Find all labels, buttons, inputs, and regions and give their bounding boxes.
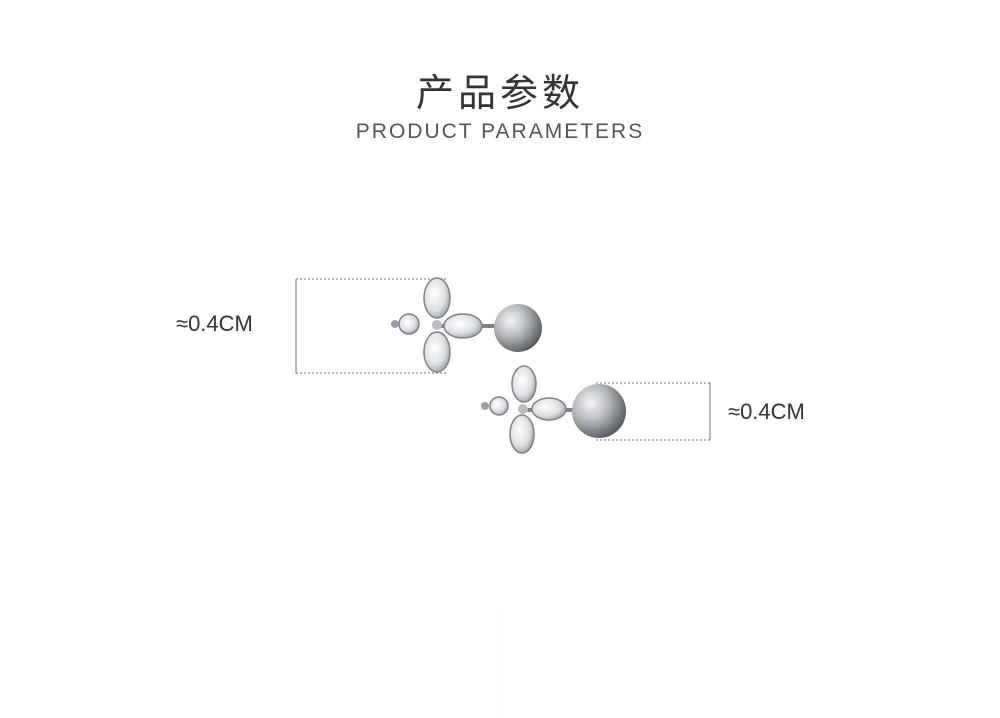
faded-parameter-table [160,600,980,718]
earring-stud-upper [391,277,542,373]
dimension-bracket-left [295,278,446,374]
table-divider [498,606,499,716]
dimension-label-ball: ≈0.4CM [728,399,805,424]
dimension-bracket-right [596,382,711,441]
earring-stud-lower [481,365,626,454]
page-title-en: PRODUCT PARAMETERS [355,120,645,143]
page-title-cn: 产品参数 [415,71,584,115]
dimension-label-height: ≈0.4CM [176,311,253,336]
